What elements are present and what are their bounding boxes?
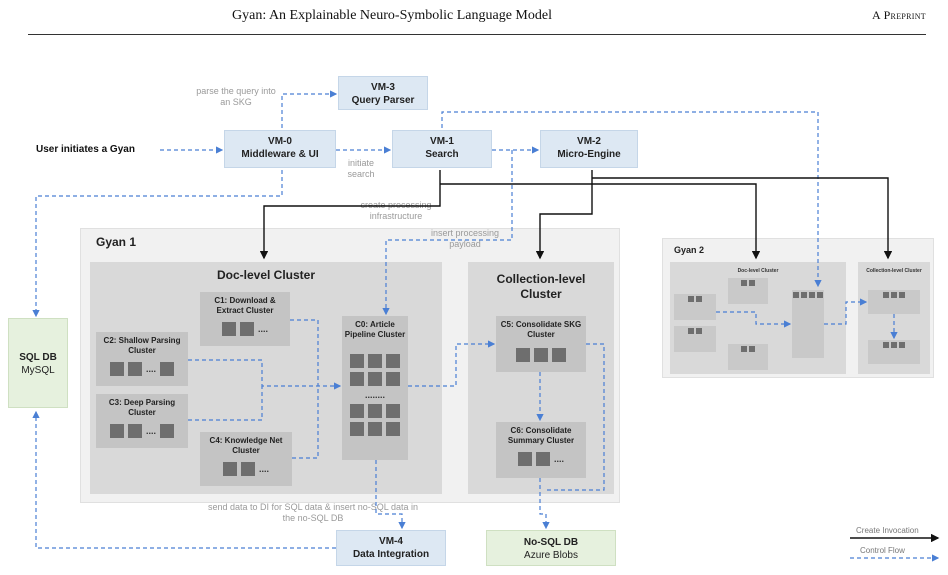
invoke-vm2-gyan2-collection (592, 177, 893, 260)
vm2-name: VM-2 (577, 136, 601, 147)
sql-db-engine: MySQL (21, 365, 55, 376)
c1-cluster: C1: Download & Extract Cluster .... (200, 292, 290, 346)
c4-label: C4: Knowledge Net Cluster (209, 436, 283, 455)
nosql-db-name: No-SQL DB (523, 537, 579, 548)
vm2-micro-engine: VM-2 Micro-Engine (540, 130, 638, 168)
c3-cluster: C3: Deep Parsing Cluster .... (96, 394, 188, 448)
c5-label: C5: Consolidate SKG Cluster (500, 320, 582, 339)
c5-cluster: C5: Consolidate SKG Cluster (496, 316, 586, 372)
gyan2-c5 (868, 290, 920, 314)
note-insert-payload: insert processing payload (430, 228, 500, 249)
vm0-middleware: VM-0 Middleware & UI (224, 130, 336, 168)
legend-control-flow: Control Flow (860, 546, 905, 555)
c1-label: C1: Download & Extract Cluster (214, 296, 276, 315)
vm1-name: VM-1 (430, 136, 454, 147)
flow-c3-c0 (188, 386, 263, 421)
flow-vm1-insert-payload (382, 150, 513, 316)
flow-c0-to-vm4 (375, 460, 406, 530)
invoke-vm1-doc-cluster (259, 170, 441, 260)
gyan2-c0 (792, 290, 824, 358)
gyan2-title: Gyan 2 (674, 245, 705, 255)
flow-g2-c0-c5 (824, 298, 868, 325)
flow-c6-to-nosql (539, 478, 550, 530)
note-parse-query: parse the query into an SKG (196, 86, 276, 107)
flow-c0-c5 (408, 340, 496, 387)
vm2-role: Micro-Engine (557, 149, 621, 160)
preprint-tag: A Preprint (871, 8, 926, 22)
nosql-db: No-SQL DB Azure Blobs (486, 530, 616, 566)
c2-cluster: C2: Shallow Parsing Cluster .... (96, 332, 188, 386)
flow-c1-c0 (290, 319, 319, 386)
flow-c4-c0 (292, 386, 319, 459)
flow-vm0-to-sql (32, 170, 283, 318)
doc-level-cluster-title: Doc-level Cluster (216, 268, 316, 282)
gyan2-c1 (728, 278, 768, 304)
user-initiates-label: User initiates a Gyan (36, 144, 135, 155)
c2-label: C2: Shallow Parsing Cluster (103, 336, 181, 355)
gyan2-c2 (674, 294, 716, 320)
vm4-data-integration: VM-4 Data Integration (336, 530, 446, 566)
sql-db: SQL DB MySQL (8, 318, 68, 408)
c6-label: C6: Consolidate Summary Cluster (507, 426, 575, 445)
vm0-name: VM-0 (268, 136, 292, 147)
nosql-db-engine: Azure Blobs (524, 550, 578, 561)
invoke-vm2-collection (535, 170, 593, 260)
gyan2-c4 (728, 344, 768, 370)
gyan2-c6 (868, 340, 920, 364)
collection-level-cluster-title: Collection-level Cluster (496, 272, 586, 301)
paper-title: Gyan: An Explainable Neuro-Symbolic Lang… (232, 8, 552, 23)
c4-cluster: C4: Knowledge Net Cluster .... (200, 432, 292, 486)
flow-c5-return (546, 343, 605, 491)
note-initiate-search: initiate search (347, 158, 375, 179)
note-create-infra: create processing infrastructure (360, 200, 432, 221)
c0-label: C0: Article Pipeline Cluster (344, 320, 406, 339)
legend-create-invocation: Create Invocation (856, 526, 919, 535)
gyan1-title: Gyan 1 (96, 235, 137, 249)
vm0-role: Middleware & UI (241, 149, 319, 160)
gyan2-c3 (674, 326, 716, 352)
vm3-query-parser: VM-3 Query Parser (338, 76, 428, 110)
note-send-data: send data to DI for SQL data & insert no… (208, 502, 418, 523)
c6-cluster: C6: Consolidate Summary Cluster .... (496, 422, 586, 478)
flow-g2-c2-c0 (716, 311, 792, 328)
flow-c2-c0 (188, 359, 342, 390)
flow-vm1-to-gyan2 (441, 111, 822, 288)
invoke-vm1-gyan2-doc (440, 183, 761, 260)
flow-vm0-to-vm3 (281, 90, 338, 128)
page-header: Gyan: An Explainable Neuro-Symbolic Lang… (0, 0, 948, 35)
c0-cluster: C0: Article Pipeline Cluster ........ (342, 316, 408, 460)
gyan2-collection-cluster-title: Collection-level Cluster (866, 268, 922, 274)
flow-vm4-to-sql (32, 410, 336, 549)
gyan2-doc-cluster-title: Doc-level Cluster (737, 268, 779, 274)
vm1-role: Search (425, 149, 459, 160)
c3-label: C3: Deep Parsing Cluster (108, 398, 176, 417)
vm4-name: VM-4 (379, 536, 403, 547)
header-rule (28, 34, 926, 35)
vm1-search: VM-1 Search (392, 130, 492, 168)
vm3-name: VM-3 (371, 82, 395, 93)
vm3-role: Query Parser (351, 95, 415, 106)
vm4-role: Data Integration (352, 549, 430, 560)
sql-db-name: SQL DB (19, 352, 57, 363)
